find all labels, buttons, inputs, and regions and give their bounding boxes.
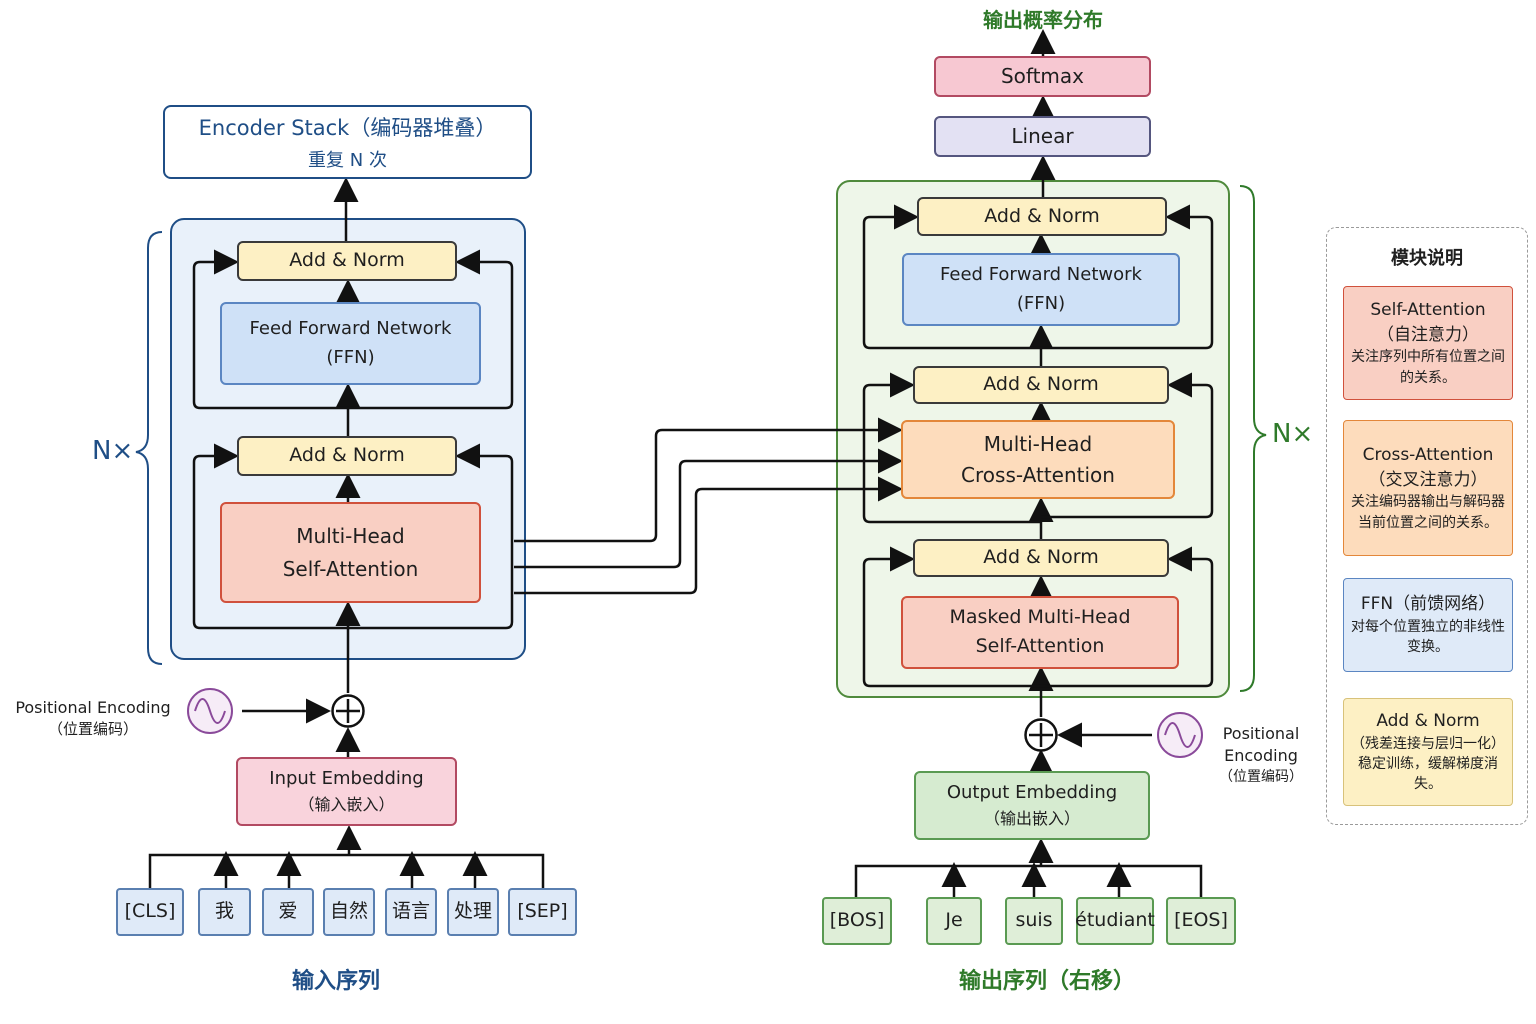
encoder-positional-encoding-label: Positional Encoding （位置编码）	[14, 697, 172, 740]
decoder-add-norm-2: Add & Norm	[913, 366, 1169, 404]
decoder-sine-wave-icon	[1157, 712, 1203, 758]
encoder-ffn-block: Feed Forward Network (FFN)	[220, 302, 481, 385]
input-token: [SEP]	[508, 888, 577, 936]
encoder-add-circle-icon	[331, 694, 365, 728]
encoder-self-attention-block: Multi-Head Self-Attention	[220, 502, 481, 603]
linear-label: Linear	[1011, 124, 1074, 148]
decoder-pos-enc-line1: Positional	[1222, 724, 1300, 743]
linear-block: Linear	[934, 116, 1151, 157]
output-token: [EOS]	[1166, 897, 1236, 945]
output-embedding-line2: （输出嵌入）	[983, 809, 1080, 829]
legend-item-name-cn: （自注意力）	[1377, 324, 1479, 345]
legend-item-add-norm: Add & Norm （残差连接与层归一化） 稳定训练，缓解梯度消失。	[1343, 698, 1513, 806]
encoder-pos-enc-line2: （位置编码）	[47, 720, 138, 739]
input-token-label: [SEP]	[517, 900, 568, 923]
output-token-label: Je	[945, 909, 963, 932]
legend-item-desc: 稳定训练，缓解梯度消失。	[1358, 756, 1498, 793]
legend-item-name: Self-Attention	[1370, 300, 1486, 321]
input-token: 我	[198, 888, 251, 936]
decoder-pos-enc-line2: Encoding	[1224, 746, 1298, 766]
legend-item-name: Cross-Attention	[1362, 445, 1494, 466]
input-token: [CLS]	[116, 888, 184, 936]
softmax-label: Softmax	[1000, 64, 1085, 88]
legend-item-desc: 关注编码器输出与解码器当前位置之间的关系。	[1351, 494, 1505, 531]
output-token: [BOS]	[822, 897, 892, 945]
encoder-stack-subtitle: 重复 N 次	[308, 150, 387, 171]
decoder-nx-label: N×	[1272, 419, 1314, 449]
input-token: 爱	[262, 888, 314, 936]
output-probability-label: 输出概率分布	[983, 8, 1103, 32]
decoder-cross-line1: Multi-Head	[983, 431, 1093, 456]
legend-item-name-cn: （残差连接与层归一化）	[1351, 735, 1505, 752]
decoder-cross-line2: Cross-Attention	[961, 462, 1115, 487]
decoder-add-circle-icon	[1024, 718, 1058, 752]
decoder-masked-line2: Self-Attention	[975, 635, 1105, 657]
legend-item-cross-attention: Cross-Attention （交叉注意力） 关注编码器输出与解码器当前位置之…	[1343, 420, 1513, 556]
output-sequence-label: 输出序列（右移）	[958, 969, 1135, 994]
encoder-pos-enc-line1: Positional Encoding	[15, 698, 171, 717]
legend-item-desc: 关注序列中所有位置之间的关系。	[1351, 349, 1505, 386]
encoder-stack-title-text: Encoder Stack（编码器堆叠）	[198, 116, 497, 140]
output-token-label: [BOS]	[829, 909, 885, 932]
decoder-add-norm-2-label: Add & Norm	[983, 373, 1099, 396]
output-token-label: étudiant	[1075, 909, 1155, 932]
input-embedding-line2: （输入嵌入）	[298, 795, 395, 815]
input-token-label: 处理	[453, 900, 492, 923]
decoder-ffn-line1: Feed Forward Network	[940, 264, 1142, 286]
encoder-sine-wave-icon	[187, 688, 233, 734]
input-embedding-block: Input Embedding （输入嵌入）	[236, 757, 457, 826]
output-token: suis	[1005, 897, 1063, 945]
encoder-attn-line2: Self-Attention	[282, 556, 419, 581]
legend-item-name: FFN（前馈网络）	[1360, 594, 1496, 615]
input-token: 自然	[323, 888, 375, 936]
encoder-add-norm-top-label: Add & Norm	[289, 249, 405, 272]
decoder-positional-encoding-label: Positional Encoding （位置编码）	[1212, 723, 1310, 787]
output-token-label: [EOS]	[1174, 909, 1228, 932]
decoder-add-norm-1: Add & Norm	[917, 197, 1167, 236]
input-token-label: [CLS]	[124, 900, 176, 923]
encoder-ffn-line1: Feed Forward Network	[249, 318, 452, 340]
input-token: 语言	[385, 888, 437, 936]
input-embedding-line1: Input Embedding	[269, 768, 424, 790]
module-legend-panel: 模块说明 Self-Attention （自注意力） 关注序列中所有位置之间的关…	[1326, 227, 1528, 825]
output-token: Je	[926, 897, 982, 945]
encoder-add-norm-bottom-label: Add & Norm	[289, 444, 405, 467]
encoder-ffn-line2: (FFN)	[326, 346, 375, 368]
encoder-nx-label: N×	[92, 436, 134, 466]
output-embedding-line1: Output Embedding	[946, 782, 1118, 804]
input-token-label: 我	[214, 900, 234, 923]
encoder-attn-line1: Multi-Head	[296, 523, 405, 548]
input-token-label: 自然	[329, 900, 368, 923]
legend-title: 模块说明	[1391, 248, 1463, 269]
input-token-label: 爱	[278, 900, 298, 923]
decoder-add-norm-3: Add & Norm	[913, 539, 1169, 577]
decoder-ffn-block: Feed Forward Network (FFN)	[902, 253, 1180, 326]
softmax-block: Softmax	[934, 56, 1151, 97]
decoder-add-norm-1-label: Add & Norm	[984, 204, 1100, 227]
encoder-stack-title: Encoder Stack（编码器堆叠） 重复 N 次	[163, 105, 532, 179]
legend-item-desc: 对每个位置独立的非线性变换。	[1351, 619, 1505, 656]
legend-item-ffn: FFN（前馈网络） 对每个位置独立的非线性变换。	[1343, 578, 1513, 672]
legend-item-self-attention: Self-Attention （自注意力） 关注序列中所有位置之间的关系。	[1343, 286, 1513, 400]
decoder-cross-attention-block: Multi-Head Cross-Attention	[901, 420, 1175, 499]
encoder-add-norm-bottom: Add & Norm	[237, 436, 457, 476]
decoder-pos-enc-line3: （位置编码）	[1219, 768, 1303, 785]
legend-item-name: Add & Norm	[1376, 711, 1480, 732]
decoder-masked-attention-block: Masked Multi-Head Self-Attention	[901, 596, 1179, 669]
input-token-label: 语言	[391, 900, 430, 923]
output-embedding-block: Output Embedding （输出嵌入）	[914, 771, 1150, 840]
input-token: 处理	[447, 888, 499, 936]
encoder-add-norm-top: Add & Norm	[237, 241, 457, 281]
decoder-masked-line1: Masked Multi-Head	[949, 606, 1131, 629]
output-token-label: suis	[1015, 909, 1053, 932]
output-token: étudiant	[1075, 897, 1155, 945]
input-sequence-label: 输入序列	[291, 969, 380, 994]
decoder-add-norm-3-label: Add & Norm	[983, 546, 1099, 569]
legend-item-name-cn: （交叉注意力）	[1368, 469, 1488, 490]
decoder-ffn-line2: (FFN)	[1016, 292, 1066, 314]
